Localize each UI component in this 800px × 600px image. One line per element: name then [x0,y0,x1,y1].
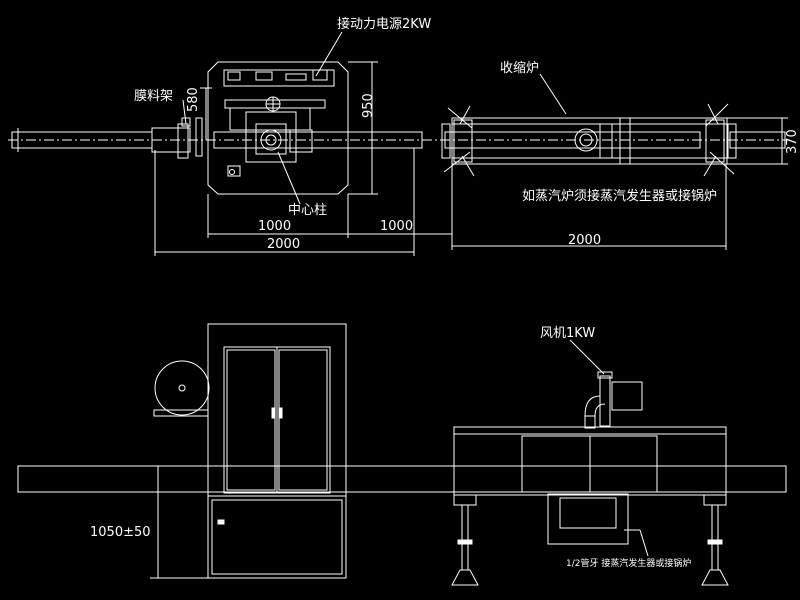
film-roll [153,360,210,417]
shrink-furnace-plan [441,103,737,177]
center-column-label: 中心柱 [288,203,327,218]
power-source-label: 接动力电源2KW [337,16,431,32]
outfeed-rail [729,131,786,149]
dim-370: 370 [785,129,800,154]
film-rack-label: 膜料架 [134,89,173,104]
sleeving-cabinet [207,323,347,579]
sleeving-machine-plan [207,61,349,195]
dim-2000-a: 2000 [267,237,300,252]
plan-view: 接动力电源2KW 膜料架 收缩炉 中心柱 如蒸汽炉须接蒸汽发生器或接锅炉 580… [8,16,800,256]
dim-950: 950 [361,93,376,118]
fan-unit [584,371,643,429]
center-column-leader [277,151,301,205]
film-rack-leader [182,99,187,125]
plan-dimensions [154,61,788,256]
dim-580: 580 [186,87,201,112]
power-leader [315,31,343,77]
shrink-furnace-label: 收缩炉 [500,60,539,76]
furnace-rail [444,131,701,149]
shrink-furnace-elevation [453,426,727,545]
pipe-note-label: 1/2管牙 接蒸汽发生器或接锅炉 [566,557,691,569]
furnace-leader [539,73,567,115]
center-rail [213,131,423,149]
fan-label: 风机1KW [540,326,595,341]
dim-1000-a: 1000 [258,219,291,234]
conveyor-elevation [17,465,787,493]
dim-2000-b: 2000 [568,233,601,248]
furnace-legs [451,505,729,586]
fan-leader [569,339,605,375]
pipe-leader [639,529,649,557]
height-label: 1050±50 [90,525,151,540]
height-dimension [150,465,208,579]
steam-note-label: 如蒸汽炉须接蒸汽发生器或接锅炉 [522,188,717,204]
dim-1000-b: 1000 [380,219,413,234]
film-rack [151,117,203,159]
elevation-view: 风机1KW 1/2管牙 接蒸汽发生器或接锅炉 1050±50 [17,323,787,586]
